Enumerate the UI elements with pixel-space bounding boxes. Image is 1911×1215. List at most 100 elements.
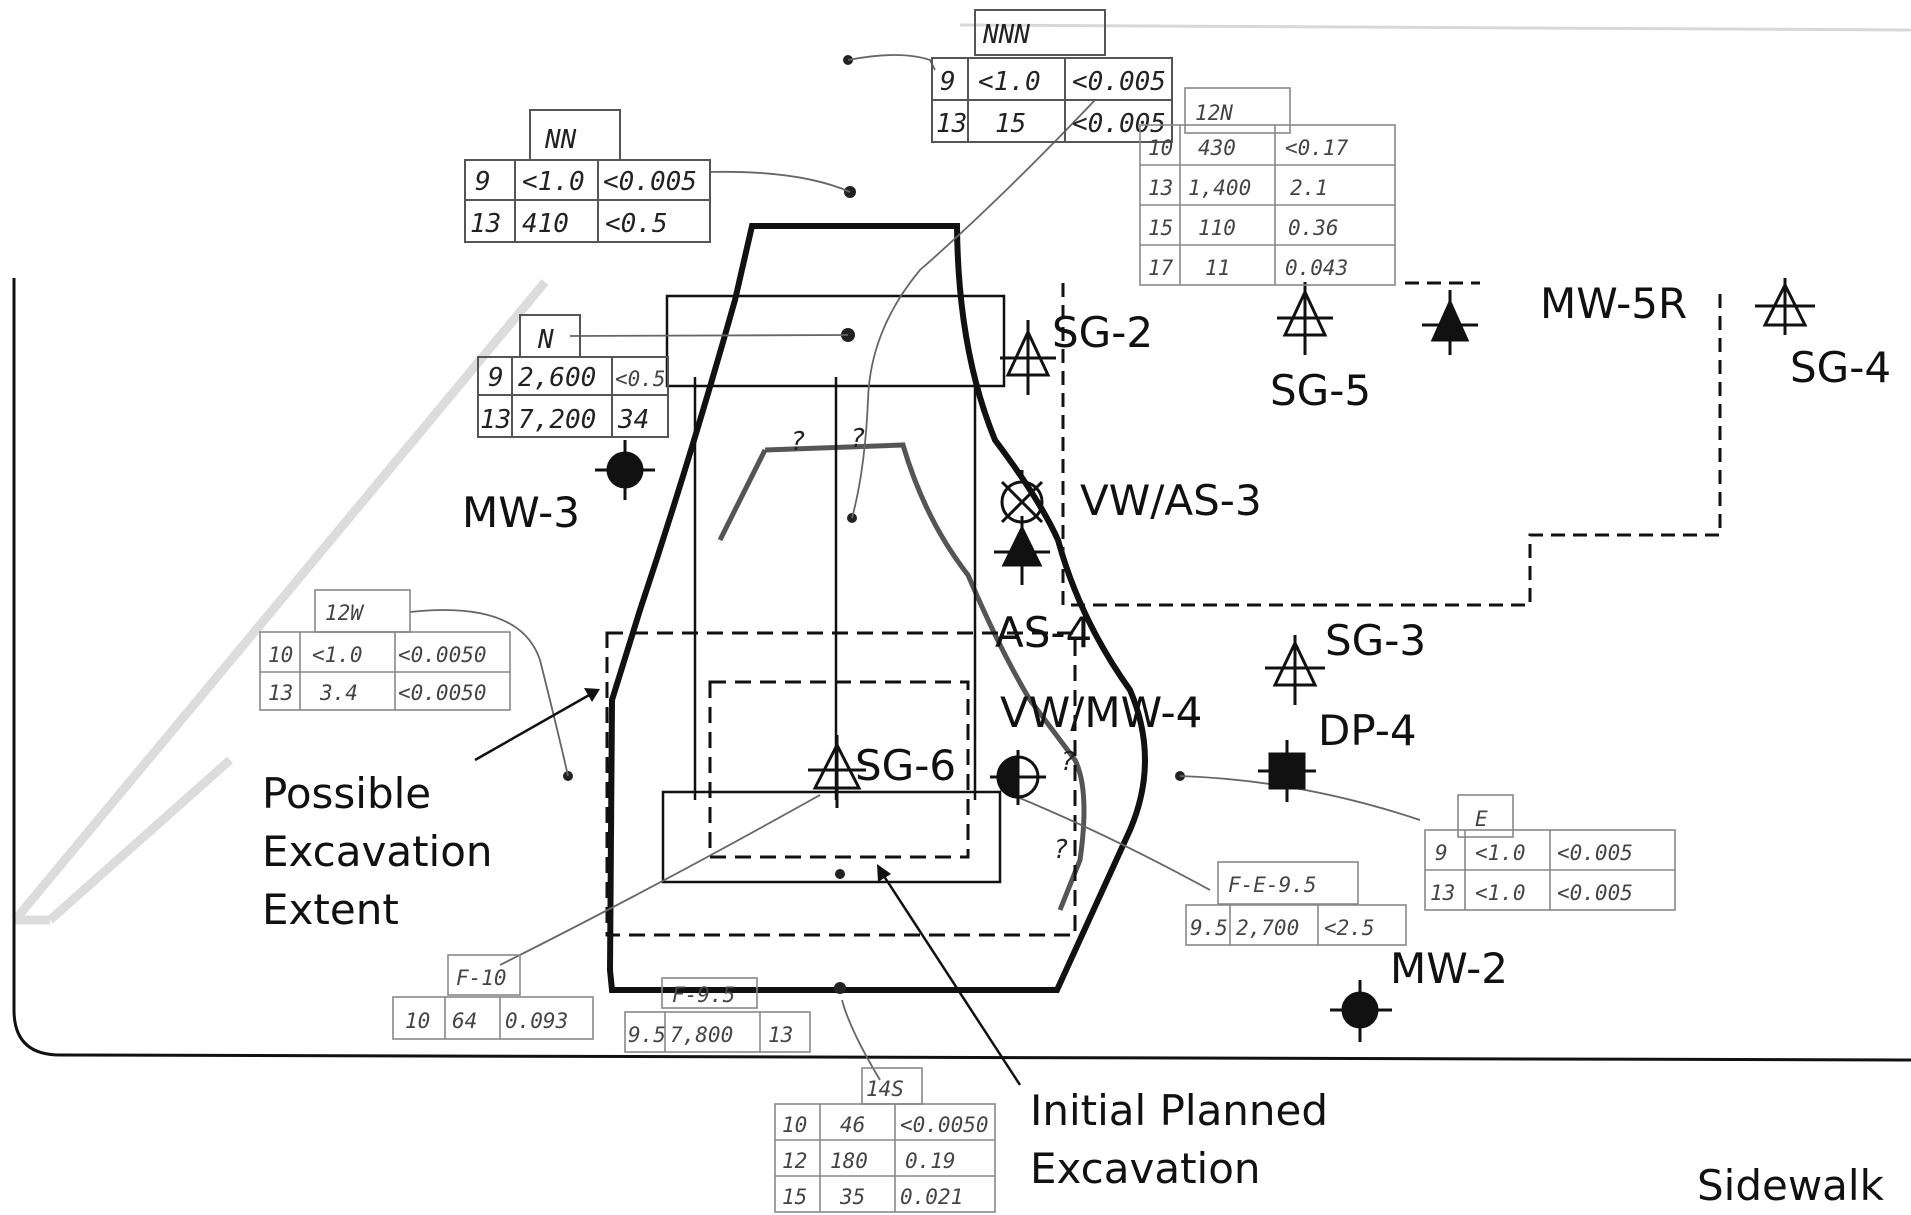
- table-f95-name: F-9.5: [672, 983, 735, 1007]
- label-possible-line-3: Extent: [262, 885, 399, 934]
- initial-arrow-line: [878, 869, 1022, 1086]
- sg-6-symbol: [808, 735, 866, 808]
- label-initial-line-1: Initial Planned: [1030, 1086, 1328, 1135]
- site-boundary-top: [959, 23, 1911, 32]
- leader-lines: [409, 54, 1421, 1081]
- table-n: N 9 2,600 <0.5 13 7,200 34: [477, 314, 669, 438]
- svg-text:10: 10: [1148, 136, 1173, 160]
- svg-text:13: 13: [936, 109, 967, 139]
- inner-contamination-outline: [764, 442, 1087, 911]
- svg-text:180: 180: [830, 1149, 868, 1173]
- inner-dashed-excavation: [708, 680, 970, 859]
- site-boundary: [12, 278, 1911, 1062]
- svg-text:15: 15: [1148, 216, 1173, 240]
- table-14s-name: 14S: [866, 1077, 904, 1101]
- svg-text:10: 10: [268, 643, 293, 667]
- table-e: E 9 <1.0 <0.005 13 <1.0 <0.005: [1424, 794, 1676, 911]
- leader-n: [569, 334, 849, 337]
- svg-text:<0.005: <0.005: [1072, 109, 1166, 139]
- sg-5-symbol: [1277, 282, 1333, 355]
- svg-text:<0.005: <0.005: [603, 167, 697, 197]
- label-sg-2: SG-2: [1052, 308, 1153, 357]
- label-possible-line-2: Excavation: [262, 827, 493, 876]
- bottom-trench-rect: [661, 790, 1002, 884]
- svg-text:13: 13: [1430, 881, 1455, 905]
- svg-text:9.5: 9.5: [628, 1023, 666, 1047]
- svg-text:2.1: 2.1: [1290, 176, 1328, 200]
- label-sg-5: SG-5: [1270, 366, 1371, 415]
- table-14s: 14S 10 46 <0.0050 12 180 0.19 15 35 0.02…: [774, 1067, 996, 1213]
- svg-text:<0.0050: <0.0050: [900, 1113, 989, 1137]
- possible-arrowhead: [584, 688, 600, 702]
- table-f10: F-10 10 64 0.093: [392, 954, 594, 1040]
- svg-text:12: 12: [782, 1149, 807, 1173]
- svg-text:<0.005: <0.005: [1072, 67, 1166, 97]
- svg-text:<1.0: <1.0: [978, 67, 1041, 97]
- sample-point-f95: [835, 869, 845, 879]
- label-mw-5r: MW-5R: [1540, 279, 1687, 328]
- svg-text:0.36: 0.36: [1288, 216, 1339, 240]
- svg-text:0.043: 0.043: [1285, 256, 1348, 280]
- label-initial-line-2: Excavation: [1030, 1144, 1261, 1193]
- leader-14s: [841, 999, 881, 1081]
- svg-text:<2.5: <2.5: [1324, 916, 1375, 940]
- label-sg-6: SG-6: [855, 741, 956, 790]
- svg-text:<0.0050: <0.0050: [398, 681, 487, 705]
- label-mw-2: MW-2: [1390, 944, 1508, 993]
- mw-5r-symbol: [1422, 290, 1478, 355]
- table-f95: F-9.5 9.5 7,800 13: [624, 977, 811, 1053]
- leader-nnn: [847, 54, 936, 71]
- svg-text:<1.0: <1.0: [522, 167, 585, 197]
- vw-mw-4-symbol: [990, 750, 1046, 805]
- svg-text:<0.5: <0.5: [615, 367, 666, 391]
- svg-text:35: 35: [839, 1185, 865, 1209]
- label-vw-mw-4: VW/MW-4: [1000, 688, 1202, 737]
- svg-text:2,700: 2,700: [1236, 916, 1299, 940]
- label-as-4: AS-4: [995, 608, 1092, 657]
- background-lines: [11, 279, 549, 925]
- svg-text:13: 13: [480, 405, 511, 435]
- leader-f10: [499, 794, 821, 966]
- label-vw-as-3: VW/AS-3: [1080, 476, 1262, 525]
- svg-text:<0.005: <0.005: [1557, 841, 1633, 865]
- svg-text:9: 9: [940, 67, 956, 97]
- svg-text:17: 17: [1148, 256, 1174, 280]
- inner-contamination-outline-left: [717, 448, 768, 542]
- svg-text:13: 13: [470, 209, 501, 239]
- svg-text:<0.005: <0.005: [1557, 881, 1633, 905]
- question-mark-2: ?: [850, 424, 866, 454]
- label-sg-4: SG-4: [1790, 343, 1891, 392]
- table-12n: 12N 10 430 <0.17 13 1,400 2.1 15 110 0.3…: [1139, 87, 1396, 286]
- question-mark-1: ?: [790, 427, 806, 457]
- svg-text:110: 110: [1198, 216, 1236, 240]
- label-dp-4: DP-4: [1318, 706, 1417, 755]
- svg-text:<0.0050: <0.0050: [398, 643, 487, 667]
- svg-text:9: 9: [1435, 841, 1448, 865]
- svg-text:13: 13: [1148, 176, 1173, 200]
- svg-text:<1.0: <1.0: [1475, 841, 1526, 865]
- sample-point-14s: [834, 982, 846, 994]
- svg-text:15: 15: [995, 109, 1026, 139]
- leader-12n: [851, 99, 1096, 519]
- dp-4-symbol: [1258, 740, 1316, 802]
- svg-text:10: 10: [782, 1113, 807, 1137]
- svg-text:0.19: 0.19: [905, 1149, 956, 1173]
- table-nn-name: NN: [544, 125, 577, 155]
- table-12n-name: 12N: [1195, 101, 1233, 125]
- sg-2-symbol: [1000, 320, 1056, 395]
- question-mark-4: ?: [1053, 835, 1069, 865]
- svg-text:<0.5: <0.5: [605, 209, 668, 239]
- table-fe95: F-E-9.5 9.5 2,700 <2.5: [1185, 861, 1407, 946]
- dashed-area-boundary: [1061, 281, 1722, 607]
- table-12w-name: 12W: [325, 601, 365, 625]
- top-trench-rect: [665, 294, 1006, 388]
- as-4-symbol: [994, 516, 1050, 585]
- svg-text:1,400: 1,400: [1188, 176, 1251, 200]
- svg-text:9: 9: [488, 363, 504, 393]
- table-fe95-name: F-E-9.5: [1228, 873, 1317, 897]
- svg-text:15: 15: [782, 1185, 807, 1209]
- svg-text:430: 430: [1198, 136, 1236, 160]
- possible-excavation-outline: [606, 223, 1148, 993]
